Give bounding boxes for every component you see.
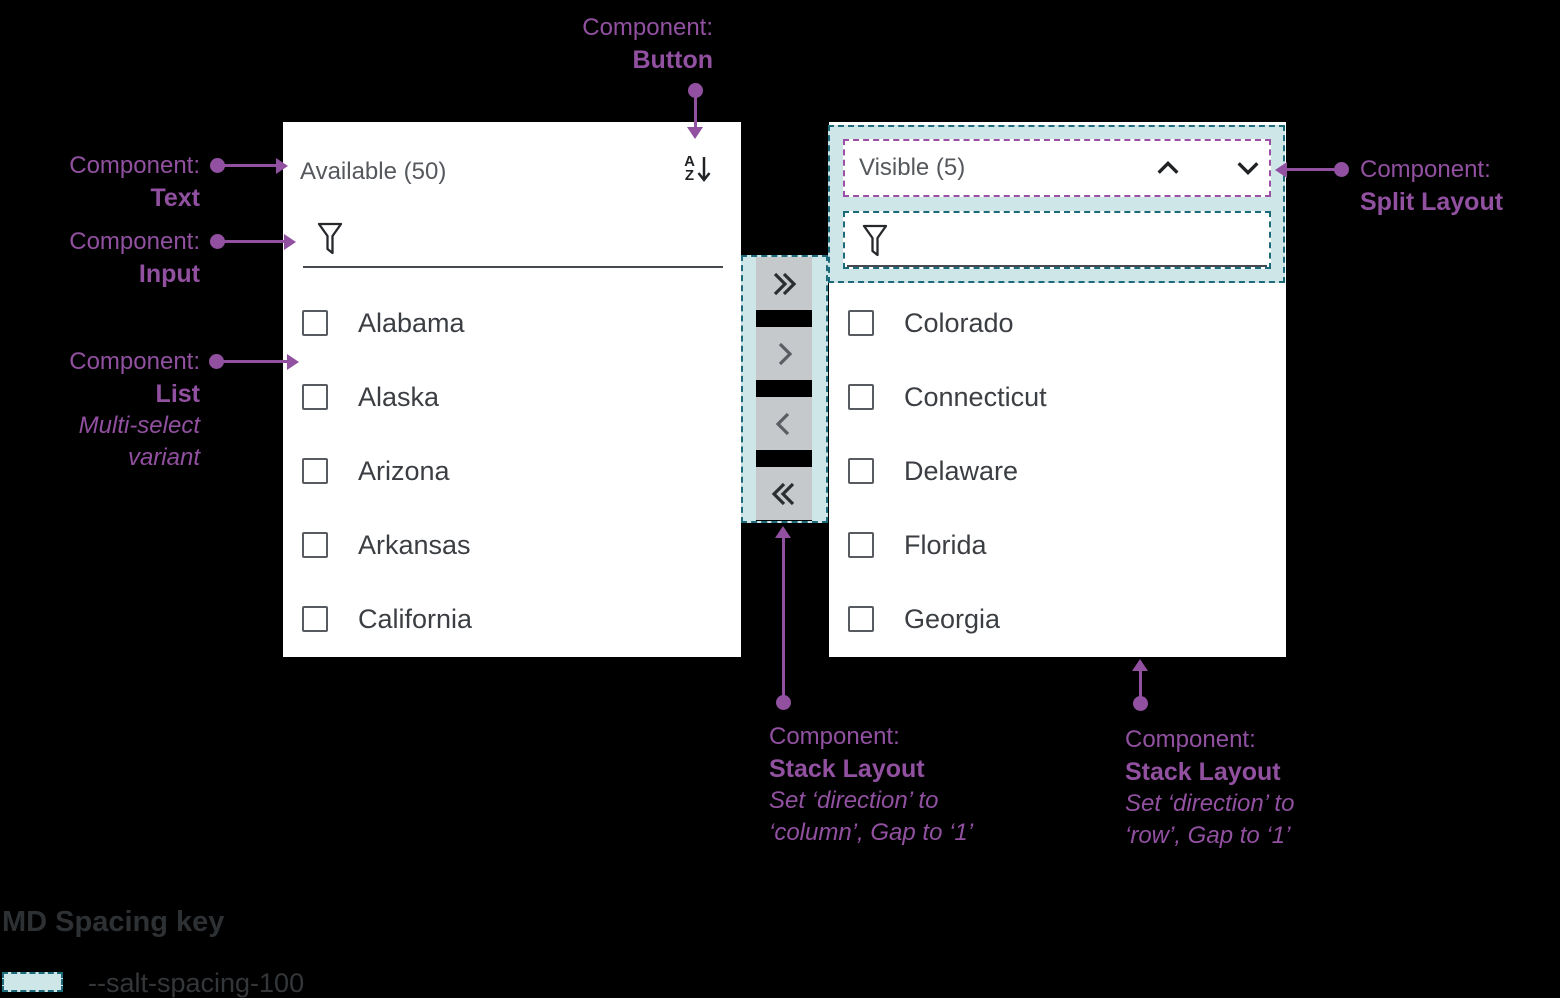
annotation-line <box>1287 168 1337 171</box>
annotation-line <box>224 164 278 167</box>
filter-input[interactable] <box>303 218 723 268</box>
annotation-arrowhead <box>687 127 703 139</box>
transfer-button-stack <box>756 257 812 521</box>
annotation-arrowhead <box>1275 162 1287 178</box>
list-item-label: California <box>358 603 473 634</box>
checkbox[interactable] <box>302 606 328 632</box>
checkbox[interactable] <box>848 532 874 558</box>
filter-input[interactable] <box>843 211 1271 269</box>
chevron-left-icon <box>775 412 790 435</box>
chevron-down-icon <box>1237 162 1259 176</box>
split-layout-header: Visible (5) <box>843 139 1271 197</box>
list-item-label: Delaware <box>904 455 1019 486</box>
list-item[interactable]: Arkansas <box>302 529 471 561</box>
annotation-line <box>224 240 286 243</box>
checkbox[interactable] <box>848 458 874 484</box>
move-all-left-button[interactable] <box>756 467 812 520</box>
list-item[interactable]: Georgia <box>848 603 1000 635</box>
double-chevron-right-icon <box>773 272 797 295</box>
list-item-label: Colorado <box>904 307 1014 338</box>
move-selected-left-button[interactable] <box>756 397 812 450</box>
checkbox[interactable] <box>302 310 328 336</box>
move-all-right-button[interactable] <box>756 257 812 310</box>
annotation-dot <box>1133 696 1148 711</box>
checkbox[interactable] <box>302 458 328 484</box>
annotation-arrowhead <box>276 158 288 174</box>
checkbox[interactable] <box>302 532 328 558</box>
list-item[interactable]: California <box>302 603 472 635</box>
list-item[interactable]: Connecticut <box>848 381 1047 413</box>
sort-az-descending-icon: A Z <box>684 153 695 184</box>
visible-list-panel: Visible (5) <box>828 122 1286 657</box>
available-list-title: Available (50) <box>300 158 447 185</box>
checkbox[interactable] <box>848 384 874 410</box>
funnel-icon <box>862 224 888 257</box>
list-item-label: Connecticut <box>904 381 1047 412</box>
move-down-button[interactable] <box>1228 148 1268 188</box>
visible-list-title: Visible (5) <box>859 154 966 181</box>
chevron-up-icon <box>1157 160 1179 174</box>
annotation-stack-layout-row: Component: Stack Layout Set ‘direction’ … <box>1125 726 1295 849</box>
annotation-list: Component: List Multi-select variant <box>69 348 200 471</box>
list-item-label: Georgia <box>904 603 1001 634</box>
list-item[interactable]: Arizona <box>302 455 450 487</box>
annotation-split-layout: Component: Split Layout <box>1360 156 1504 216</box>
list-item-label: Arizona <box>358 455 450 486</box>
move-up-button[interactable] <box>1148 148 1188 188</box>
annotation-line <box>1139 671 1142 699</box>
input-underline <box>303 266 723 268</box>
list-item-label: Florida <box>904 529 987 560</box>
annotation-dot <box>1334 162 1349 177</box>
funnel-icon <box>317 222 343 255</box>
list-item-label: Alaska <box>358 381 440 412</box>
annotation-text: Component: Text <box>69 152 200 212</box>
annotation-line <box>782 538 785 698</box>
spacing-key-token: --salt-spacing-100 <box>88 968 305 998</box>
input-underline <box>847 265 1267 267</box>
annotation-dot <box>776 695 791 710</box>
list-item[interactable]: Colorado <box>848 307 1014 339</box>
stack-layout-spacing-highlight <box>741 255 828 523</box>
spacing-key-swatch <box>2 972 63 992</box>
list-item-label: Arkansas <box>358 529 471 560</box>
annotation-arrowhead <box>775 526 791 538</box>
checkbox[interactable] <box>848 606 874 632</box>
annotation-button: Component: Button <box>582 14 713 74</box>
move-selected-right-button[interactable] <box>756 327 812 380</box>
annotation-line <box>694 96 697 128</box>
annotation-dot <box>210 234 225 249</box>
annotation-line <box>223 360 287 363</box>
annotation-input: Component: Input <box>69 228 200 288</box>
annotation-arrowhead <box>1132 659 1148 671</box>
list-item[interactable]: Delaware <box>848 455 1018 487</box>
list-item[interactable]: Florida <box>848 529 987 561</box>
annotation-dot <box>209 354 224 369</box>
split-layout-spacing-highlight: Visible (5) <box>828 125 1285 283</box>
list-item[interactable]: Alaska <box>302 381 439 413</box>
annotation-dot <box>688 83 703 98</box>
sort-az-button[interactable]: A Z <box>677 148 719 190</box>
list-item[interactable]: Alabama <box>302 307 465 339</box>
double-chevron-left-icon <box>771 482 795 505</box>
chevron-right-icon <box>778 342 793 365</box>
list-item-label: Alabama <box>358 307 465 338</box>
annotation-dot <box>210 158 225 173</box>
checkbox[interactable] <box>302 384 328 410</box>
spacing-key-title: MD Spacing key <box>2 906 225 938</box>
annotation-arrowhead <box>287 354 299 370</box>
annotation-stack-layout-column: Component: Stack Layout Set ‘direction’ … <box>769 723 974 846</box>
checkbox[interactable] <box>848 310 874 336</box>
annotation-arrowhead <box>284 234 296 250</box>
available-list-panel: Available (50) A Z Alabama Alaska <box>283 122 741 657</box>
arrow-down-icon <box>697 157 711 183</box>
